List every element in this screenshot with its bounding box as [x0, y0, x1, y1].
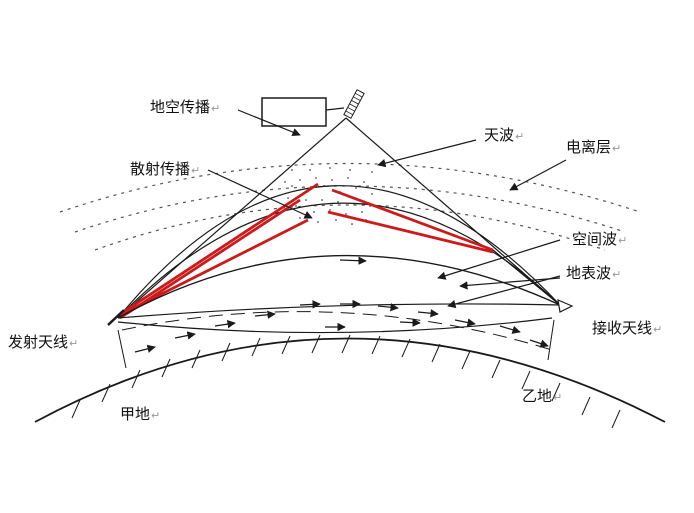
- earth-hatching: [71, 334, 621, 429]
- label-ionosphere: 电离层↵: [566, 138, 622, 156]
- ground-space-paths: [117, 117, 561, 319]
- ground-wave-surface: [121, 311, 553, 351]
- transmit-antenna-marker: [107, 309, 127, 369]
- scatter-paths: [119, 182, 561, 320]
- satellite-antenna: [343, 89, 365, 119]
- label-transmit-antenna: 发射天线↵: [8, 333, 79, 351]
- label-place-a: 甲地↵: [120, 405, 161, 423]
- ground-wave-direct: [117, 303, 561, 319]
- ground-wave-arrows: [134, 299, 549, 353]
- label-space-wave: 空间波↵: [572, 230, 628, 248]
- label-ground-wave: 地表波↵: [566, 264, 622, 282]
- label-place-b: 乙地↵: [522, 387, 563, 405]
- scatter-region: [284, 167, 373, 225]
- label-ground-space: 地空传播↵: [150, 98, 221, 116]
- space-wave-path: [117, 254, 561, 319]
- label-scatter: 散射传播↵: [130, 160, 201, 178]
- space-wave-arrow: [339, 256, 367, 265]
- earth-surface: [34, 337, 666, 423]
- satellite-link: [325, 107, 345, 111]
- label-leader-arrows: [207, 109, 567, 309]
- sky-wave-paths: [117, 185, 561, 319]
- receive-antenna-marker: [547, 299, 574, 361]
- satellite-box: [261, 97, 327, 127]
- label-sky-wave: 天波↵: [484, 126, 525, 144]
- label-receive-antenna: 接收天线↵: [592, 319, 663, 337]
- ground-wave-curve: [117, 317, 553, 334]
- ionosphere-layer: [59, 162, 641, 251]
